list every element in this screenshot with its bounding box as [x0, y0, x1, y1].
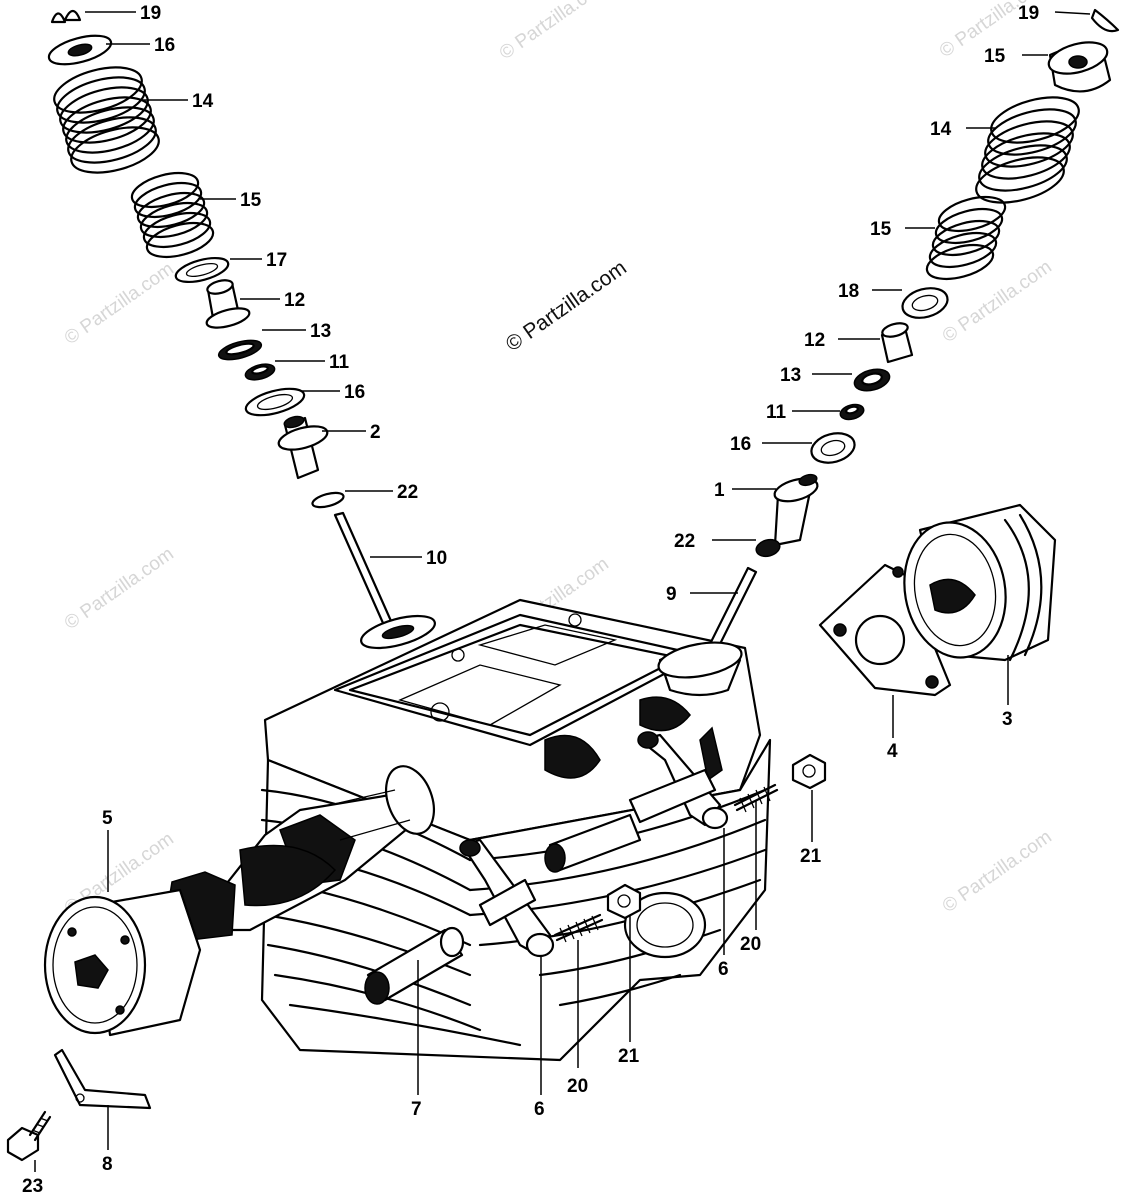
callout-label: 15 [870, 219, 892, 240]
callout-label: 23 [22, 1176, 43, 1197]
callout-label: 13 [310, 321, 331, 342]
callout-label: 12 [804, 330, 825, 351]
watermark: © Partzilla.com [496, 0, 613, 64]
leader-lines [34, 11, 1091, 1172]
callout-label: 12 [284, 290, 305, 311]
callout-label: 22 [397, 482, 418, 503]
callout-label: 6 [718, 959, 729, 980]
callout-label: 1 [714, 480, 725, 501]
rocker-assembly [364, 731, 729, 1005]
callout-label: 10 [426, 548, 447, 569]
callout-label: 7 [411, 1099, 422, 1120]
lock-plate-and-bolt [6, 1048, 152, 1162]
callout-label: 11 [766, 402, 787, 423]
callout-label: 16 [154, 35, 175, 56]
callout-label: 9 [666, 584, 677, 605]
callout-label: 15 [984, 46, 1006, 67]
callout-label: 20 [567, 1076, 588, 1097]
callout-label: 8 [102, 1154, 113, 1175]
callout-labels: 19 16 14 15 17 12 13 11 16 2 22 10 19 15… [22, 3, 1039, 1197]
outer-valve-spring-left [53, 66, 160, 174]
callout-label: 13 [780, 365, 801, 386]
callout-label: 14 [192, 91, 214, 112]
callout-label: 2 [370, 422, 381, 443]
callout-label: 21 [618, 1046, 640, 1067]
right-valve-stack [657, 8, 1120, 697]
callout-label: 5 [102, 808, 113, 829]
callout-label: 14 [930, 119, 952, 140]
outer-valve-spring-right [975, 96, 1080, 204]
watermark-center: © Partzilla.com [502, 256, 631, 356]
inner-valve-spring-right [925, 195, 1007, 281]
callout-label: 3 [1002, 709, 1013, 730]
callout-label: 19 [1018, 3, 1039, 24]
callout-label: 6 [534, 1099, 545, 1120]
callout-label: 20 [740, 934, 761, 955]
callout-label: 21 [800, 846, 822, 867]
callout-label: 16 [730, 434, 751, 455]
watermark: © Partzilla.com [61, 258, 178, 349]
callout-label: 16 [344, 382, 365, 403]
callout-label: 4 [887, 741, 898, 762]
watermark: © Partzilla.com [61, 543, 178, 634]
callout-label: 22 [674, 531, 695, 552]
watermark: © Partzilla.com [939, 826, 1056, 917]
inner-valve-spring-left [130, 171, 215, 259]
callout-label: 19 [140, 3, 161, 24]
breather-assembly [818, 503, 1057, 697]
camshaft [43, 765, 435, 1037]
studs-and-nuts [553, 753, 827, 943]
callout-label: 11 [329, 352, 350, 373]
callout-label: 17 [266, 250, 287, 271]
callout-label: 18 [838, 281, 859, 302]
left-valve-stack [47, 9, 436, 650]
callout-label: 15 [240, 190, 262, 211]
